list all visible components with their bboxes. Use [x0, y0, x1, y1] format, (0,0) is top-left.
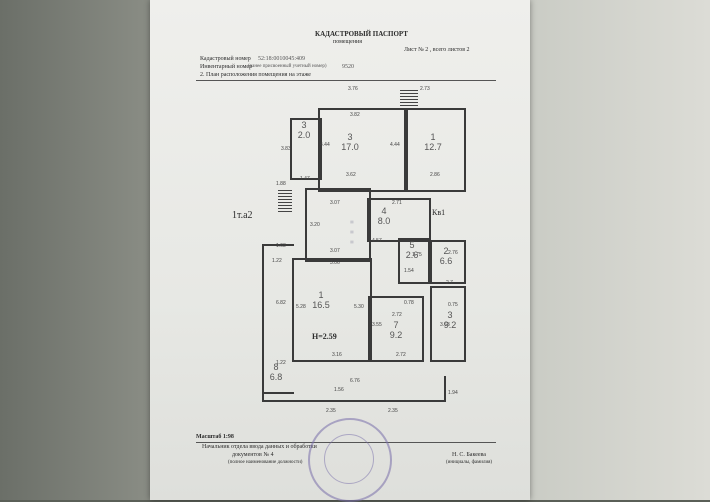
inventory-label: Инвентарный номер: [200, 64, 253, 70]
room-1-large: [292, 258, 372, 362]
cadastral-value: 52:18:0010045:409: [258, 56, 306, 62]
watermark: ···: [333, 217, 367, 247]
room-label: 1: [430, 132, 436, 142]
room-label: 7: [393, 320, 399, 330]
dimension: 1.22: [272, 258, 282, 264]
dimension: 3.16: [332, 352, 342, 358]
room-label: 3: [347, 132, 353, 142]
room-label: 4: [381, 206, 387, 216]
stairs-top: [400, 90, 418, 106]
dimension: 6.82: [276, 300, 286, 306]
room-area: 8.0: [377, 216, 391, 226]
room-label: 3: [447, 310, 453, 320]
dimension: 1.56: [334, 387, 344, 393]
document-subtitle: помещения: [333, 39, 363, 45]
room-area: 2.0: [297, 130, 311, 140]
background-left: [0, 0, 150, 500]
cadastral-label: Кадастровый номер: [200, 56, 251, 62]
dimension: 6.76: [350, 378, 360, 384]
inventory-value: 9520: [342, 64, 354, 70]
dimension: 0.78: [404, 300, 414, 306]
dimension: 2.7: [446, 280, 453, 286]
sheet-number: Лист № 2 , всего листов 2: [404, 47, 470, 53]
room-3-large: [318, 108, 408, 192]
dimension: 1.63: [276, 243, 286, 249]
room-label: 1: [318, 290, 324, 300]
dimension: 3.06: [330, 260, 340, 266]
inventory-hint: (ранее присвоенный учетный номер): [248, 64, 327, 69]
room-area: 6.6: [439, 256, 453, 266]
room-left-mid: [305, 188, 371, 262]
room-3-right: [430, 286, 466, 362]
position-hint: (полное наименование должности): [228, 460, 303, 465]
room-5: [398, 238, 430, 284]
document-page: [150, 0, 530, 500]
floor-label: 1т.а2: [232, 210, 253, 221]
dimension: 3.07: [330, 200, 340, 206]
position-title-2: документов № 4: [232, 452, 274, 458]
dimension: 2.35: [326, 408, 336, 414]
room-label: 3: [301, 120, 307, 130]
room-area: 6.8: [269, 372, 283, 382]
dimension: 3.62: [346, 172, 356, 178]
dimension: 2.35: [388, 408, 398, 414]
dimension: 1.54: [404, 268, 414, 274]
signer-hint: (инициалы, фамилия): [446, 460, 493, 465]
dimension: 2.72: [392, 312, 402, 318]
room-8: [262, 244, 294, 394]
dimension: 1.22: [276, 360, 286, 366]
dimension: 1.94: [448, 390, 458, 396]
header-rule: [196, 80, 496, 81]
room-label: 8: [273, 362, 279, 372]
room-area: 17.0: [341, 142, 359, 152]
official-stamp-inner: [324, 434, 374, 484]
dimension: 1.47: [300, 176, 310, 182]
dimension: 2.86: [430, 172, 440, 178]
dimension: 3.82: [350, 112, 360, 118]
room-area: 16.5: [312, 300, 330, 310]
scale-label: Масштаб 1:98: [196, 434, 234, 440]
room-2: [430, 240, 466, 284]
room-area: 12.7: [424, 142, 442, 152]
dimension: 3.55: [372, 322, 382, 328]
dimension: 4.44: [390, 142, 400, 148]
room-area: 2.6: [405, 250, 419, 260]
room-area: 9.2: [443, 320, 457, 330]
background-right: [520, 0, 710, 500]
dimension: 2.73: [420, 86, 430, 92]
dimension: 4.57: [372, 238, 382, 244]
dimension: 1.75: [412, 252, 422, 258]
dimension: 0.75: [448, 302, 458, 308]
dimension: 5.30: [354, 304, 364, 310]
room-label: 2: [443, 246, 449, 256]
signer-name: Н. С. Бакеева: [452, 452, 486, 458]
stairs: [278, 190, 292, 212]
dimension: 2.71: [392, 200, 402, 206]
dimension: 3.63: [440, 322, 450, 328]
corridor-bottom: [262, 376, 446, 402]
dimension: 2.76: [448, 250, 458, 256]
document-title: КАДАСТРОВЫЙ ПАСПОРТ: [315, 30, 408, 38]
room-7: [368, 296, 424, 362]
room-label: 5: [409, 240, 415, 250]
dimension: 3.20: [310, 222, 320, 228]
dimension: 3.76: [348, 86, 358, 92]
position-title: Начальник отдела ввода данных и обработк…: [202, 444, 317, 450]
dimension: 1.88: [276, 181, 286, 187]
dimension: 4.44: [320, 142, 330, 148]
dimension: 5.28: [296, 304, 306, 310]
room-1-top: [404, 108, 466, 192]
room-area: 9.2: [389, 330, 403, 340]
dimension: 3.07: [330, 248, 340, 254]
apartment-label: Кв1: [432, 208, 446, 217]
dimension: 3.83: [281, 146, 291, 152]
ceiling-height: H=2.59: [312, 332, 337, 341]
dimension: 2.72: [396, 352, 406, 358]
section-heading: 2. План расположения помещения на этаже: [200, 72, 311, 78]
room-3-small: [290, 118, 322, 180]
